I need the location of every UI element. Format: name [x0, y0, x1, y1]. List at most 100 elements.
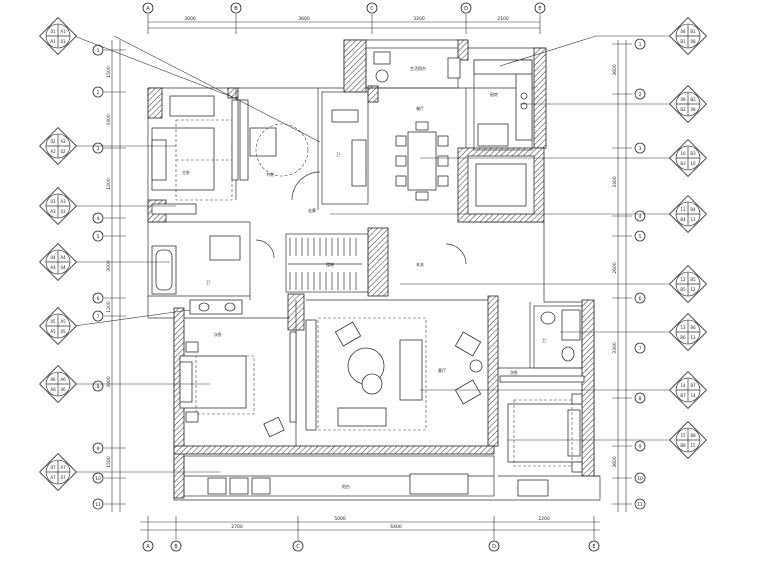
index-tag-row: A7 — [60, 465, 66, 470]
column-block — [343, 39, 367, 93]
index-tag-row: A4 — [50, 265, 56, 270]
bottom-axis-label: A — [146, 544, 150, 550]
index-tag-row: A1 — [60, 29, 66, 34]
vanity — [331, 109, 359, 123]
bottom-axis-label: E — [592, 544, 595, 550]
index-tag-sheet: 11 — [680, 207, 686, 212]
left-axis-label: 8 — [97, 384, 100, 390]
index-tag[interactable]: 04 A4 A4 04 — [39, 243, 77, 281]
index-tag-sheet: 08 — [680, 29, 686, 34]
bedroom-2: 次卧 — [179, 331, 297, 438]
index-tag-sheet: 09 — [680, 97, 686, 102]
stair-treads — [289, 238, 357, 290]
index-tag-sheet: 04 — [60, 265, 66, 270]
bath-3: 卫 — [533, 305, 583, 369]
index-tag-row: A2 — [50, 149, 56, 154]
left-axis-label: 7 — [97, 314, 100, 320]
bookshelf — [239, 99, 249, 181]
index-tag-row: B3 — [680, 161, 686, 166]
index-tag-sheet: 04 — [50, 255, 56, 260]
headboard — [151, 139, 167, 181]
room-label: 卫 — [336, 152, 340, 157]
index-tag-row: B5 — [690, 277, 696, 282]
column-block — [367, 85, 379, 103]
room-label: 主卧 — [182, 169, 190, 175]
sofa — [399, 339, 423, 401]
top-axis-label: B — [234, 6, 238, 12]
right-axis-label: 8 — [639, 396, 642, 402]
index-tag[interactable]: 05 A5 A5 05 — [39, 307, 77, 345]
living-room: 客厅 — [305, 317, 483, 431]
shower — [351, 139, 367, 187]
wardrobe — [231, 99, 239, 181]
index-tag[interactable]: 12 B5 B5 12 — [669, 265, 707, 303]
index-tag-row: A3 — [60, 199, 66, 204]
top-dim-1: 3000 — [184, 16, 196, 22]
left-dim-4: 3000 — [106, 260, 112, 272]
column-block — [367, 227, 389, 297]
left-dim-2: 3300 — [106, 114, 112, 126]
sink — [540, 311, 556, 325]
column-block — [227, 87, 239, 99]
wardrobe — [499, 375, 585, 383]
right-axis-bubbles: 1 2 3 4 5 6 7 8 9 10 11 — [634, 38, 646, 510]
index-tag-row: B2 — [690, 97, 696, 102]
left-axis-label: 6 — [97, 296, 100, 302]
bedroom-3: 次卧 — [499, 369, 585, 473]
room-label: 餐厅 — [416, 105, 424, 111]
index-tag[interactable]: 08 B1 B1 08 — [669, 17, 707, 55]
index-tag[interactable]: 06 A6 A6 06 — [39, 365, 77, 403]
index-tag[interactable]: 14 B7 B7 14 — [669, 371, 707, 409]
index-tag-sheet: 02 — [50, 139, 56, 144]
top-dim-2: 3600 — [298, 16, 310, 22]
top-dim-3: 3200 — [413, 16, 425, 22]
index-tag-sheet: 06 — [50, 377, 56, 382]
right-dim-2: 3300 — [612, 176, 618, 188]
leader-lines — [73, 35, 672, 473]
index-tag-sheet: 10 — [680, 151, 686, 156]
armchair — [263, 416, 285, 438]
sofa — [337, 407, 387, 427]
bath-1: 卫 — [321, 91, 369, 205]
armchair — [454, 379, 482, 405]
index-tag[interactable]: 15 B8 B8 15 — [669, 421, 707, 459]
index-tag[interactable]: 13 B6 B6 13 — [669, 313, 707, 351]
left-dim-5: 1200 — [106, 301, 112, 313]
index-tag[interactable]: 11 B4 B4 11 — [669, 195, 707, 233]
left-dimension-chain: 1500 3300 1200 3000 1200 3800 1500 — [104, 40, 126, 512]
left-axis-label: 9 — [97, 446, 100, 452]
index-tag[interactable]: 01 A1 A1 01 — [39, 17, 77, 55]
index-tag[interactable]: 09 B2 B2 09 — [669, 85, 707, 123]
room-label: 次卧 — [510, 369, 518, 375]
dining: 餐厅 — [395, 105, 449, 201]
index-tag-row: B4 — [690, 207, 696, 212]
index-tags-left: 01 A1 A1 01 02 A2 A2 02 03 A3 A3 03 — [39, 17, 77, 491]
index-tag-row: A6 — [60, 377, 66, 382]
index-tag-row: A2 — [60, 139, 66, 144]
bottom-axis-label: D — [492, 544, 496, 550]
index-tag-sheet: 12 — [690, 287, 696, 292]
index-tag-row: B6 — [680, 335, 686, 340]
right-dim-1: 3600 — [612, 64, 618, 76]
index-tag[interactable]: 07 A7 A7 07 — [39, 453, 77, 491]
armchair — [169, 95, 215, 117]
room-label: 客厅 — [438, 367, 446, 373]
index-tag[interactable]: 10 B3 B3 10 — [669, 139, 707, 177]
index-tag-sheet: 07 — [50, 465, 56, 470]
index-tag[interactable]: 02 A2 A2 02 — [39, 127, 77, 165]
armchair — [334, 321, 362, 347]
index-tag-sheet: 11 — [690, 217, 696, 222]
wardrobe — [289, 331, 297, 423]
index-tag-sheet: 14 — [690, 393, 696, 398]
index-tag-row: B7 — [680, 393, 686, 398]
left-dim-3: 1200 — [106, 178, 112, 190]
top-axis-bubbles: A B C D E — [142, 2, 546, 14]
index-tag-sheet: 02 — [60, 149, 66, 154]
right-axis-label: 11 — [637, 502, 643, 508]
index-tags-right: 08 B1 B1 08 09 B2 B2 09 10 B3 B3 10 — [669, 17, 707, 459]
left-axis-bubbles: 1 2 3 4 5 6 7 8 9 10 11 — [92, 44, 104, 510]
index-tag[interactable]: 03 A3 A3 03 — [39, 187, 77, 225]
right-axis-label: 6 — [639, 296, 642, 302]
column-block — [457, 39, 469, 61]
